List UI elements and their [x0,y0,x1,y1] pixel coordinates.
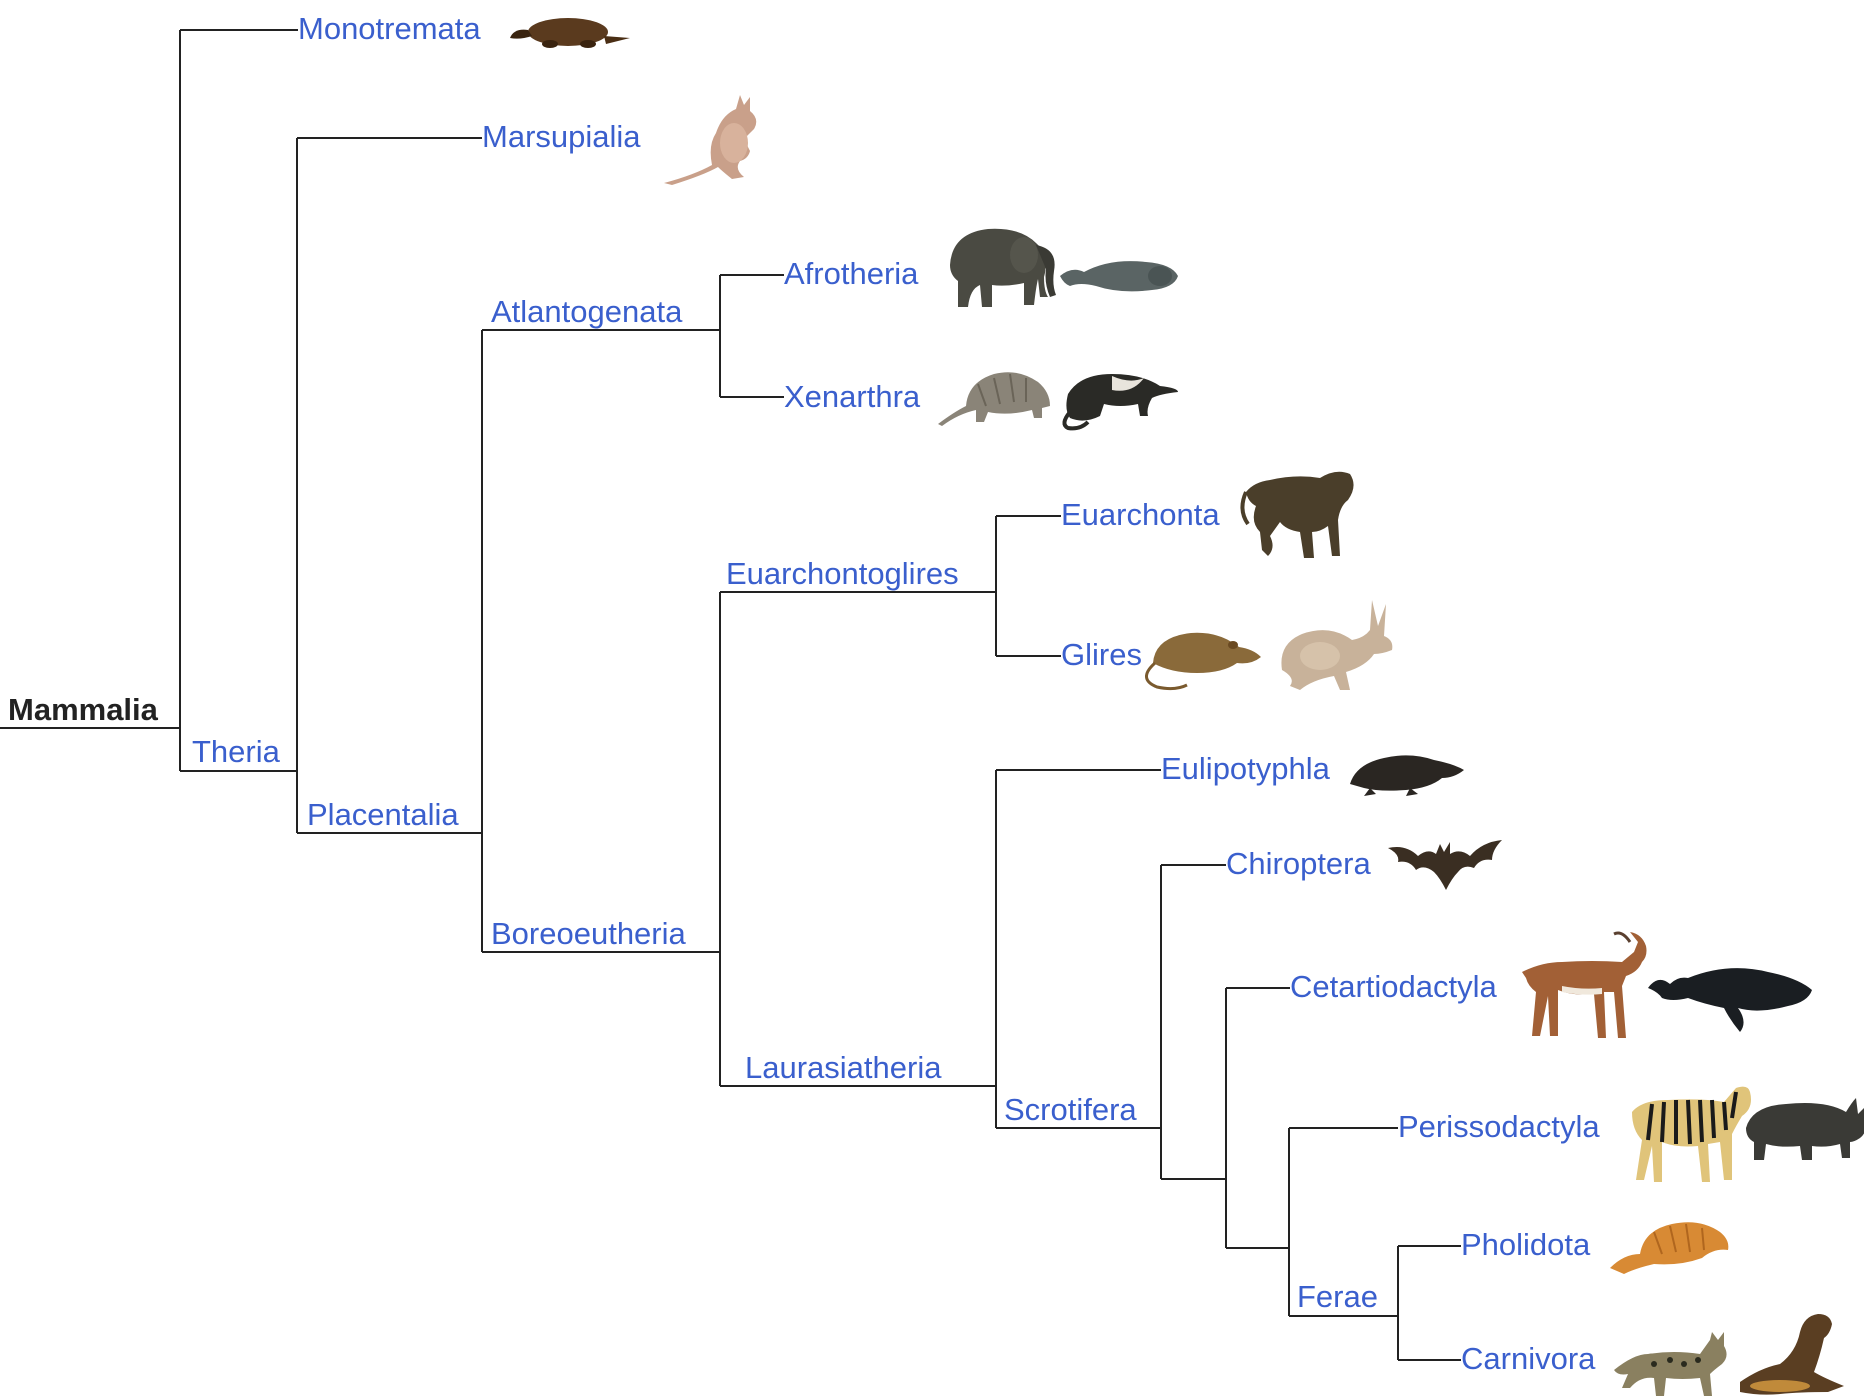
leaf-label-cetartiodactyla: Cetartiodactyla [1290,969,1498,1004]
leaf-label-perissodactyla: Perissodactyla [1398,1109,1600,1144]
root-label: Mammalia [8,692,159,727]
node-label-theria: Theria [192,734,281,769]
antelope-icon [1522,931,1647,1038]
animal-icons [510,18,1864,1396]
cat-icon [1614,1332,1727,1396]
manatee-icon [1060,261,1178,292]
tree-labels: Mammalia Theria Placentalia Atlantogenat… [8,11,1600,1376]
leaf-label-carnivora: Carnivora [1461,1341,1596,1376]
kangaroo-icon [664,95,757,185]
leaf-label-chiroptera: Chiroptera [1226,846,1371,881]
leaf-label-afrotheria: Afrotheria [784,256,919,291]
zebra-icon [1632,1086,1751,1182]
node-label-placentalia: Placentalia [307,797,459,832]
elephant-icon [950,228,1056,307]
node-label-atlantogenata: Atlantogenata [491,294,683,329]
leaf-label-monotremata: Monotremata [298,11,481,46]
rat-icon [1145,632,1261,691]
armadillo-icon [938,372,1050,426]
node-label-boreoeutheria: Boreoeutheria [491,916,687,951]
leaf-label-pholidota: Pholidota [1461,1227,1591,1262]
leaf-label-marsupialia: Marsupialia [482,119,641,154]
baboon-icon [1240,471,1354,558]
whale-icon [1648,968,1812,1032]
leaf-label-xenarthra: Xenarthra [784,379,921,414]
sea-lion-icon [1740,1314,1844,1395]
leaf-label-glires: Glires [1061,637,1142,672]
node-label-laurasiatheria: Laurasiatheria [745,1050,942,1085]
anteater-icon [1062,374,1178,431]
rhinoceros-icon [1746,1098,1864,1160]
bat-icon [1388,840,1502,890]
leaf-label-euarchonta: Euarchonta [1061,497,1220,532]
node-label-scrotifera: Scrotifera [1004,1092,1137,1127]
hare-icon [1281,600,1393,690]
tree-edges [0,29,1461,1361]
mole-icon [1350,755,1464,796]
pangolin-icon [1610,1222,1729,1274]
node-label-euarchontoglires: Euarchontoglires [726,556,959,591]
platypus-icon [510,18,630,48]
node-label-ferae: Ferae [1297,1279,1378,1314]
leaf-label-eulipotyphla: Eulipotyphla [1161,751,1331,786]
